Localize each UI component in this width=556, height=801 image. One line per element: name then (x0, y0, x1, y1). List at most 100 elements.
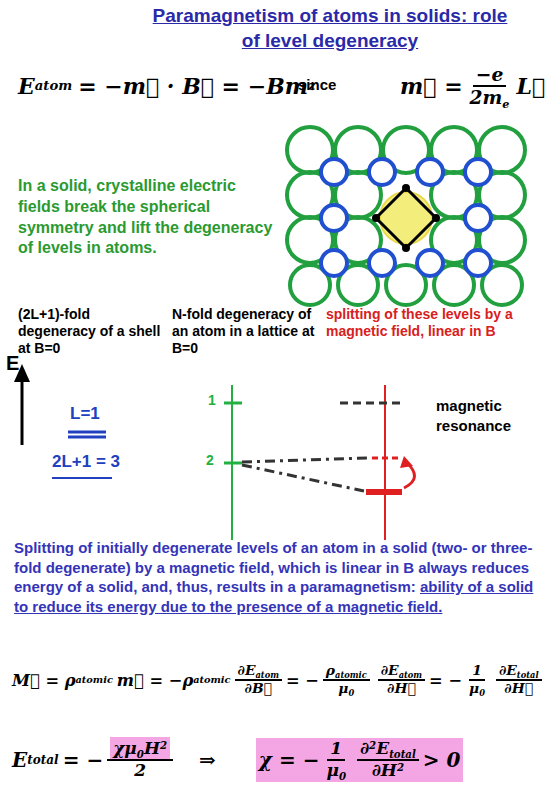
column-heading: (2L+1)-fold degeneracy of a shell at B=0 (18, 306, 168, 356)
part: ρatomicμ0 (323, 663, 370, 697)
text: μ (338, 680, 348, 696)
part (432, 214, 440, 222)
text: In a solid, crystalline electric fields … (18, 177, 272, 256)
text: E (18, 73, 35, 99)
text: ∂H⃗ (501, 681, 536, 697)
part: μ0 (466, 681, 488, 697)
text: = − (63, 748, 103, 772)
text: atomic (335, 670, 367, 680)
text: 1 (469, 663, 485, 681)
text: ∂E (238, 662, 256, 678)
part: ∂Eatom∂B⃗ (235, 663, 282, 697)
neighbour-dots (372, 184, 440, 252)
part (465, 205, 491, 231)
text: atom (255, 670, 278, 680)
part: ∂Eatom (235, 663, 282, 681)
text: 2 (131, 761, 149, 781)
text: 2m (470, 86, 503, 108)
text: ∂E (381, 662, 399, 678)
magnetization-formula: M⃗ = ρatomic m⃗ = −ρatomic ∂Eatom∂B⃗ = −… (12, 652, 546, 708)
column-heading: N-fold degeneracy of an atom in a lattic… (172, 306, 322, 356)
part: ∂Eatom (378, 663, 425, 681)
text: H (144, 738, 160, 758)
text: 2 (397, 761, 404, 773)
part: 2me (467, 87, 513, 109)
part (417, 250, 443, 276)
energy-axis (21, 378, 24, 445)
field-axis (384, 385, 386, 540)
text: E (376, 738, 389, 758)
part: ∂Etotal∂H⃗ (496, 663, 542, 697)
text: μ (326, 760, 338, 780)
part: μ0 (335, 681, 357, 697)
part (321, 159, 347, 185)
part (465, 250, 491, 276)
central-atom (380, 192, 432, 244)
text: = − (429, 671, 462, 690)
text: M⃗ = ρ (12, 671, 76, 690)
part (465, 159, 491, 185)
part (402, 184, 410, 192)
splitting-line (242, 458, 368, 462)
part (372, 214, 380, 222)
text: (2L+1)-fold degeneracy of a shell at B=0 (18, 306, 160, 356)
part: ∂2Etotal∂H2 (357, 739, 419, 780)
crystal-field-note: In a solid, crystalline electric fields … (18, 176, 276, 259)
moment-formula: m⃗ = −e2me L⃗ (400, 58, 545, 114)
neighbour-diamond (376, 188, 436, 248)
text: 0 (479, 688, 485, 698)
level-1 (224, 402, 242, 405)
level-number: 1 (208, 392, 216, 408)
shell-level (68, 431, 106, 434)
text: L⃗ (517, 73, 546, 99)
text: L=1 (70, 404, 100, 423)
part: χμ0H2 (107, 739, 173, 761)
part: ∂Etotal (496, 663, 542, 681)
text: ∂B⃗ (242, 681, 275, 697)
resonance-label: magnetic resonance (436, 396, 548, 435)
lattice-atoms (287, 127, 525, 305)
shell-label: L=1 (70, 404, 100, 424)
text: m⃗ = (400, 73, 463, 99)
text: N-fold degeneracy of an atom in a lattic… (172, 306, 314, 356)
text: χμ (113, 738, 137, 758)
text: > 0 (423, 748, 461, 772)
title: Paramagnetism of atoms in solids: role o… (153, 5, 508, 51)
title-box: Paramagnetism of atoms in solids: role o… (150, 4, 510, 53)
text: total (389, 748, 416, 760)
paramagnetism-note: Splitting of initially degenerate levels… (14, 538, 546, 616)
text: m⃗ = −ρ (117, 671, 193, 690)
text: ∂ (360, 738, 369, 758)
text: ∂H⃗ (384, 681, 419, 697)
splitting-line (242, 465, 364, 491)
shell-level (68, 436, 106, 439)
split-level-lower (366, 489, 402, 495)
text: 2 (206, 452, 214, 468)
text: −e (473, 64, 507, 88)
part: χμ0H2 (110, 737, 170, 759)
part: ∂2Etotal (357, 739, 419, 761)
shifted-level-1 (340, 402, 405, 405)
part (369, 159, 395, 185)
text: splitting of these levels by a magnetic … (326, 306, 513, 339)
text: 0 (339, 770, 346, 782)
part (402, 244, 410, 252)
text: 2L+1 = 3 (52, 452, 120, 471)
text: E (6, 352, 19, 374)
text: 2 (369, 739, 376, 751)
susceptibility-formula: Etotal = − χμ0H22 ⇒ χ = − 1μ0 ∂2Etotal∂H… (12, 728, 463, 792)
text: ∂E (499, 662, 517, 678)
text: χ = − (259, 748, 320, 772)
level-2 (224, 462, 242, 465)
text: atom (399, 670, 422, 680)
text: 2 (160, 739, 167, 751)
part: ρatomic (323, 663, 370, 681)
level-number: 2 (206, 452, 214, 468)
part (369, 250, 395, 276)
part: ∂Eatom∂H⃗ (378, 663, 425, 697)
split-level-upper (372, 457, 400, 460)
text: 1 (208, 392, 216, 408)
part: χ = − 1μ0 ∂2Etotal∂H2 > 0 (256, 738, 464, 781)
part (321, 250, 347, 276)
text: 0 (348, 688, 354, 698)
